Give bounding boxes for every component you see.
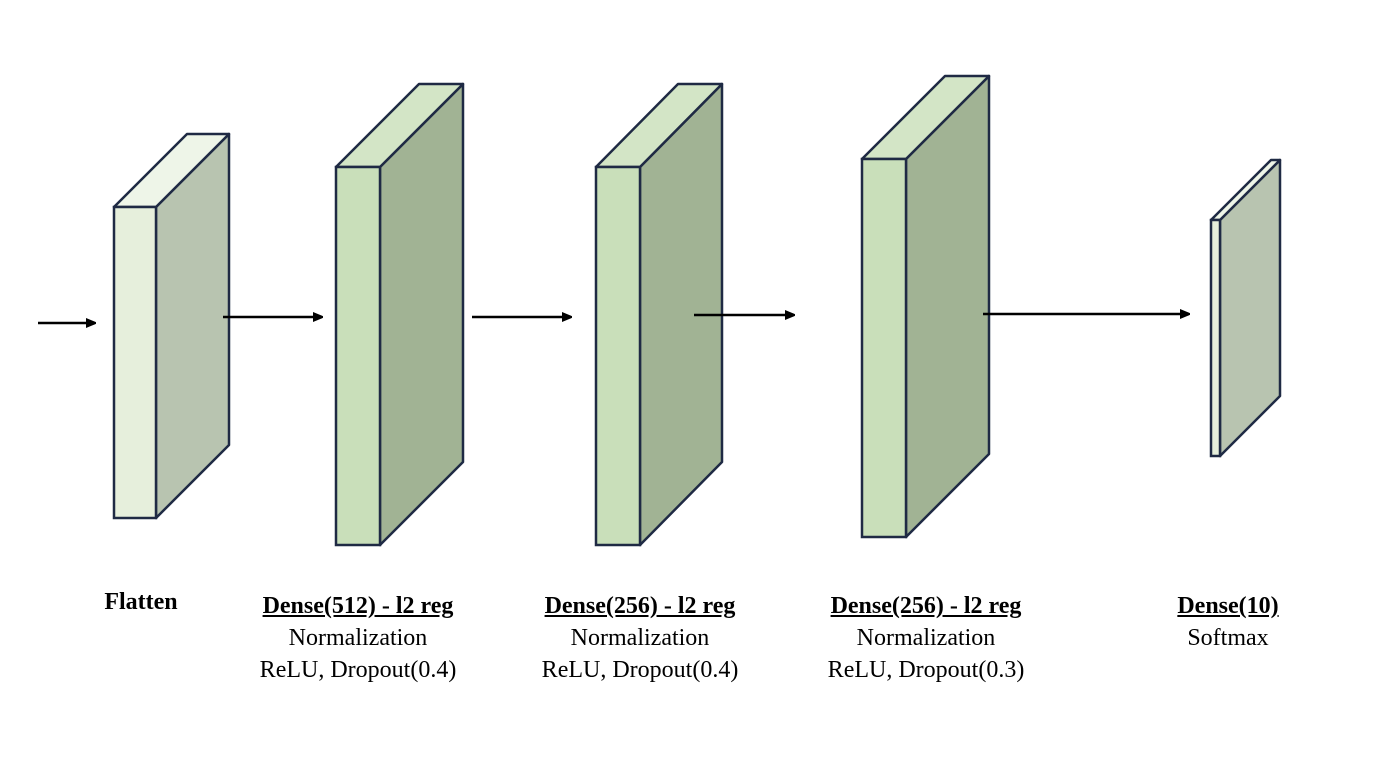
layer-title: Flatten (104, 589, 178, 615)
layer-title: Dense(512) - l2 reg (262, 593, 454, 619)
layer-detail-normalization: Normalization (288, 625, 428, 651)
layer-title: Dense(256) - l2 reg (544, 593, 736, 619)
dense-10-block (1209, 158, 1282, 458)
layer-label-dense-512: Dense(512) - l2 reg Normalization ReLU, … (260, 590, 457, 686)
layer-detail-normalization: Normalization (856, 625, 996, 651)
block-front-face (112, 205, 158, 520)
layer-blocks (112, 74, 1282, 547)
dense-512-block (334, 82, 465, 547)
layer-detail-activation: ReLU, Dropout(0.3) (827, 657, 1025, 683)
layer-title: Dense(10) (1177, 593, 1279, 619)
block-front-face (334, 165, 382, 547)
block-front-face (860, 157, 908, 539)
dense-256-b-block (860, 74, 991, 539)
layer-detail-softmax: Softmax (1187, 625, 1269, 651)
layer-label-flatten: Flatten (104, 586, 177, 618)
layer-detail-normalization: Normalization (570, 625, 710, 651)
layer-title: Dense(256) - l2 reg (830, 593, 1022, 619)
block-front-face (1209, 218, 1222, 458)
block-front-face (594, 165, 642, 547)
dense-256-a-block (594, 82, 724, 547)
layer-label-dense-256-a: Dense(256) - l2 reg Normalization ReLU, … (542, 590, 739, 686)
layer-detail-activation: ReLU, Dropout(0.4) (259, 657, 457, 683)
flow-arrows (38, 314, 1189, 323)
layer-detail-activation: ReLU, Dropout(0.4) (541, 657, 739, 683)
layer-label-dense-256-b: Dense(256) - l2 reg Normalization ReLU, … (828, 590, 1025, 686)
layer-label-dense-10: Dense(10) Softmax (1177, 590, 1278, 654)
flatten-block (112, 132, 231, 520)
